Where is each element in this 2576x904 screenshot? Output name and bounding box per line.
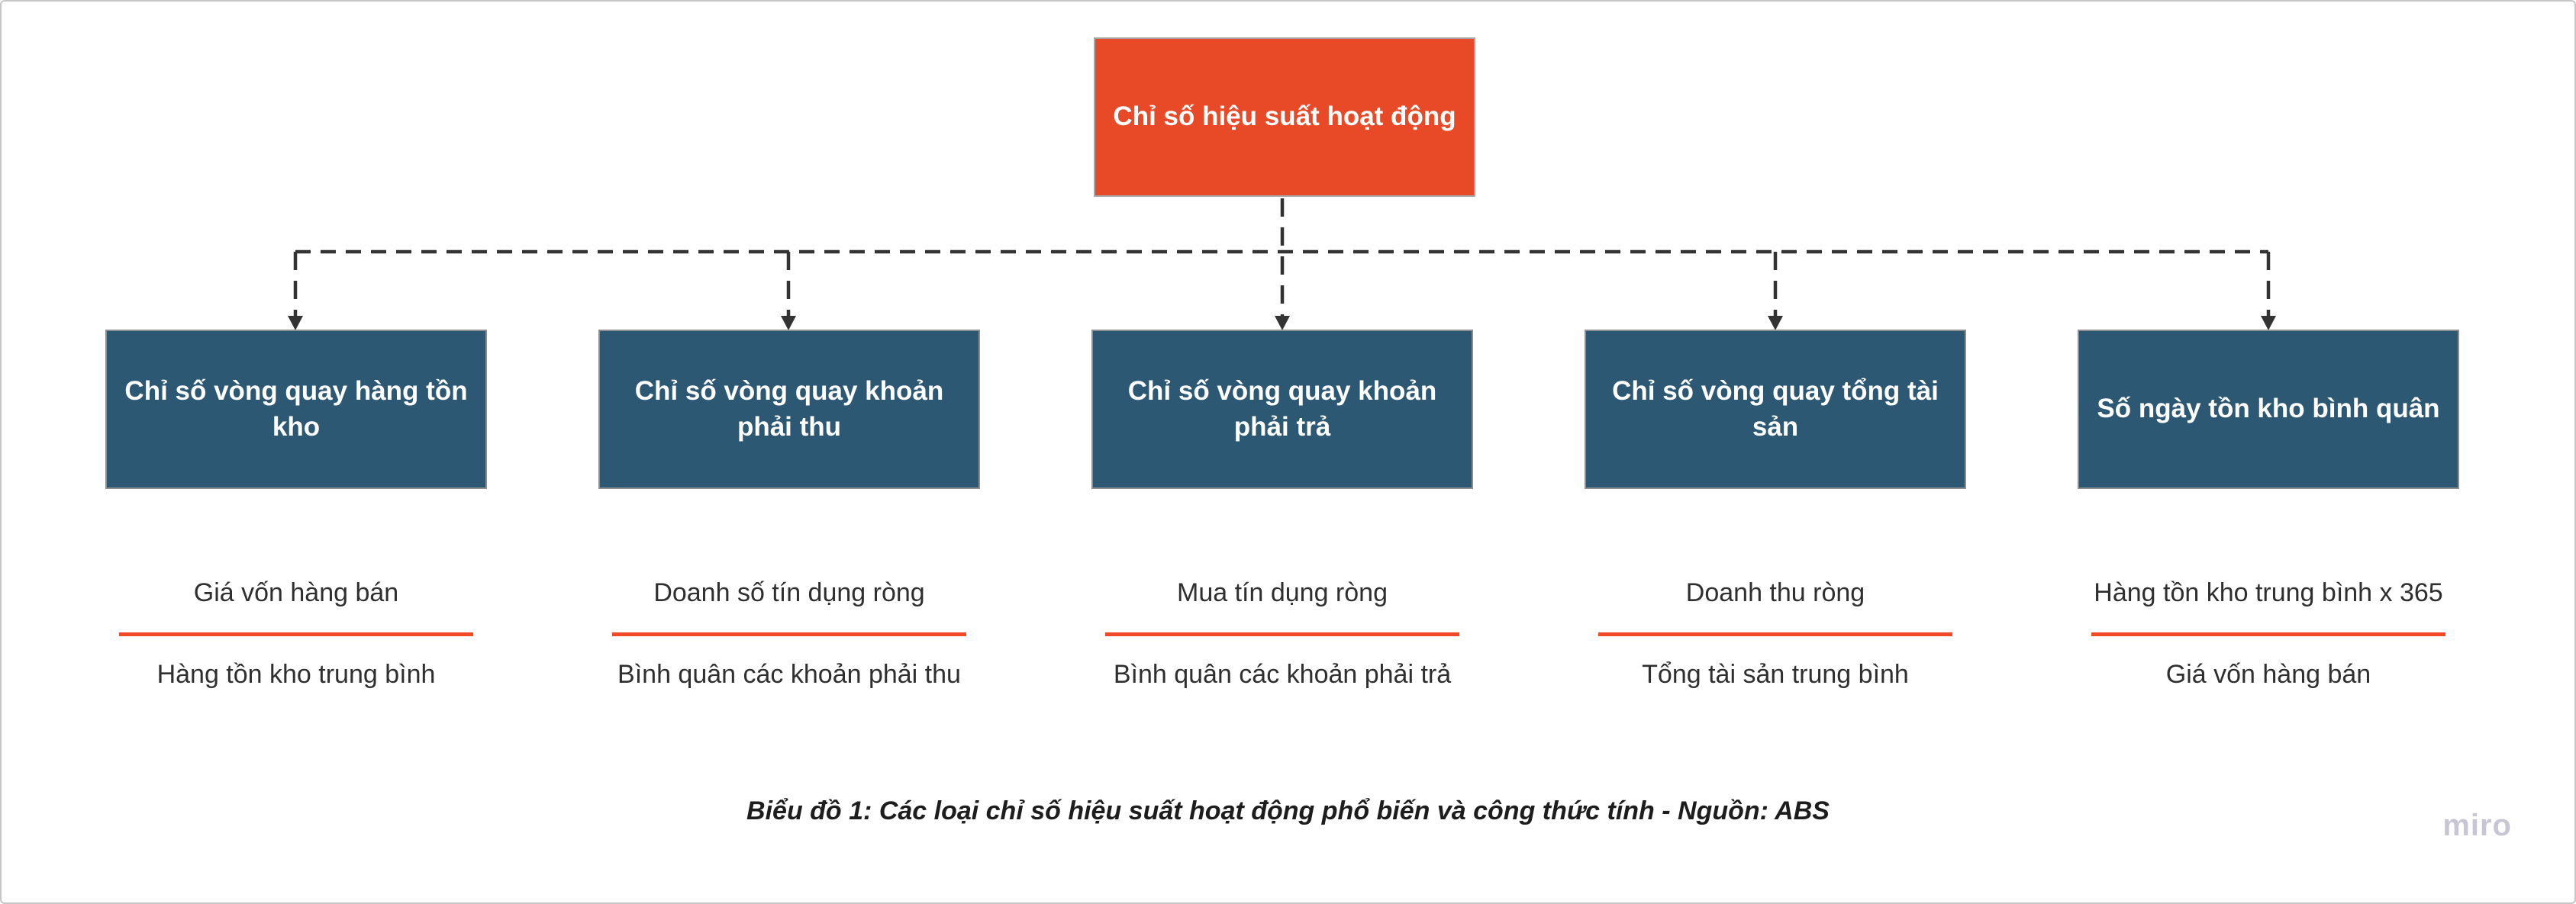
formula: Mua tín dụng ròng Bình quân các khoản ph… xyxy=(1091,489,1473,694)
branch-node: Chỉ số vòng quay tổng tài sản xyxy=(1585,330,1966,489)
formula-numerator: Giá vốn hàng bán xyxy=(193,578,399,607)
formula-denominator: Hàng tồn kho trung bình xyxy=(156,660,436,689)
formula: Doanh số tín dụng ròng Bình quân các kho… xyxy=(598,489,980,694)
branch-node: Chỉ số vòng quay khoản phải trả xyxy=(1091,330,1473,489)
fraction-bar xyxy=(612,632,966,636)
arrowhead-icon xyxy=(2261,316,2276,330)
branch-receivables-turnover: Chỉ số vòng quay khoản phải thu Doanh số… xyxy=(598,330,980,694)
fraction-bar xyxy=(119,632,473,636)
formula: Doanh thu ròng Tổng tài sản trung bình xyxy=(1585,489,1966,694)
root-node-label: Chỉ số hiệu suất hoạt động xyxy=(1113,101,1456,132)
branch-days-inventory: Số ngày tồn kho bình quân Hàng tồn kho t… xyxy=(2078,330,2459,694)
branch-title: Chỉ số vòng quay hàng tồn kho xyxy=(124,376,468,442)
branch-title: Chỉ số vòng quay tổng tài sản xyxy=(1612,376,1939,442)
formula-numerator: Hàng tồn kho trung bình x 365 xyxy=(2094,578,2443,607)
branch-node: Chỉ số vòng quay hàng tồn kho xyxy=(105,330,487,489)
fraction-bar xyxy=(1105,632,1459,636)
formula: Giá vốn hàng bán Hàng tồn kho trung bình xyxy=(105,489,487,694)
formula-denominator: Tổng tài sản trung bình xyxy=(1642,660,1909,689)
branch-total-asset-turnover: Chỉ số vòng quay tổng tài sản Doanh thu … xyxy=(1585,330,1966,694)
arrowhead-icon xyxy=(288,316,303,330)
formula-denominator: Giá vốn hàng bán xyxy=(2165,660,2371,689)
formula-denominator: Bình quân các khoản phải trả xyxy=(1113,660,1452,689)
branch-node: Số ngày tồn kho bình quân xyxy=(2078,330,2459,489)
arrowhead-icon xyxy=(1768,316,1783,330)
branch-title: Chỉ số vòng quay khoản phải trả xyxy=(1127,376,1437,442)
branch-inventory-turnover: Chỉ số vòng quay hàng tồn kho Giá vốn hà… xyxy=(105,330,487,694)
arrowhead-icon xyxy=(1275,316,1290,330)
root-node: Chỉ số hiệu suất hoạt động xyxy=(1094,37,1475,197)
diagram-caption: Biểu đồ 1: Các loại chỉ số hiệu suất hoạ… xyxy=(746,796,1830,825)
formula: Hàng tồn kho trung bình x 365 Giá vốn hà… xyxy=(2078,489,2459,694)
branch-node: Chỉ số vòng quay khoản phải thu xyxy=(598,330,980,489)
branch-title: Số ngày tồn kho bình quân xyxy=(2097,394,2440,424)
formula-numerator: Mua tín dụng ròng xyxy=(1177,578,1388,607)
formula-denominator: Bình quân các khoản phải thu xyxy=(617,660,961,689)
arrowhead-icon xyxy=(781,316,796,330)
branch-title: Chỉ số vòng quay khoản phải thu xyxy=(634,376,944,442)
formula-numerator: Doanh số tín dụng ròng xyxy=(653,578,925,607)
formula-numerator: Doanh thu ròng xyxy=(1685,578,1865,607)
fraction-bar xyxy=(1598,632,1952,636)
branch-payables-turnover: Chỉ số vòng quay khoản phải trả Mua tín … xyxy=(1091,330,1473,694)
fraction-bar xyxy=(2091,632,2445,636)
miro-watermark: miro xyxy=(2442,809,2512,842)
